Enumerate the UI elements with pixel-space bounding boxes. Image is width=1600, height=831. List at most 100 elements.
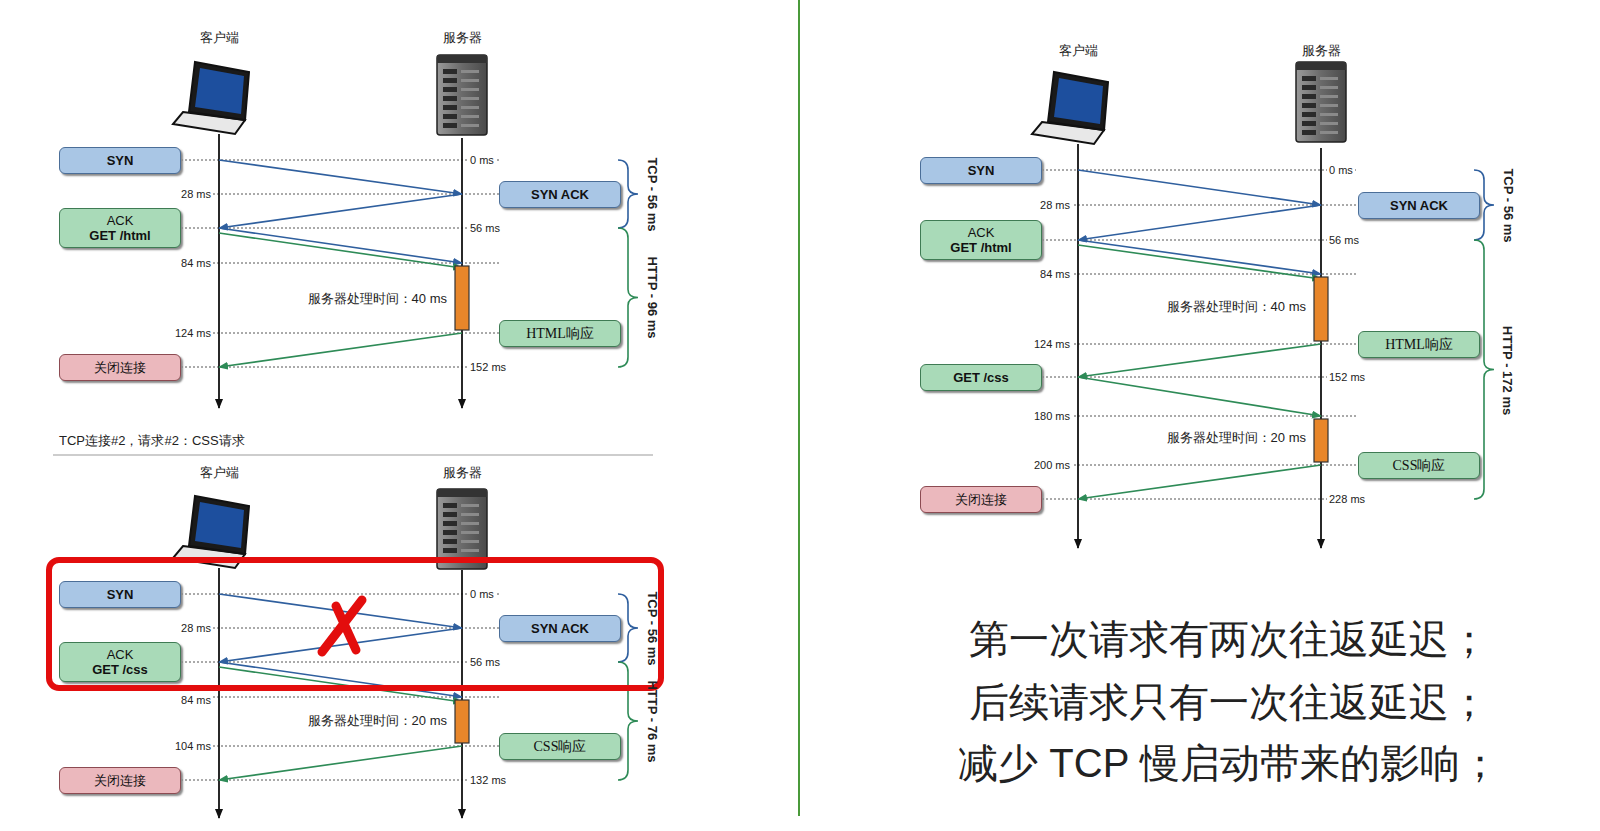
processing-bar bbox=[455, 700, 469, 743]
box-text: 关闭连接 bbox=[94, 360, 146, 375]
server-slot bbox=[461, 97, 479, 100]
time-guide bbox=[181, 746, 499, 747]
server-slot bbox=[461, 115, 479, 118]
box-text: HTML响应 bbox=[1385, 337, 1453, 352]
message-box: HTML响应 bbox=[499, 320, 621, 347]
time-guide bbox=[1042, 416, 1358, 417]
time-guide bbox=[1042, 274, 1358, 275]
time-guide bbox=[1042, 465, 1358, 466]
cross-mark bbox=[322, 600, 362, 652]
message-arrow bbox=[219, 228, 462, 263]
server-bay bbox=[443, 548, 457, 553]
server-slot bbox=[461, 540, 479, 543]
server-slot bbox=[461, 106, 479, 109]
message-box: 关闭连接 bbox=[920, 486, 1042, 513]
message-arrow bbox=[219, 667, 462, 702]
laptop-display bbox=[1054, 78, 1103, 124]
message-box: GET /css bbox=[920, 364, 1042, 391]
box-text: SYN ACK bbox=[1390, 198, 1448, 213]
time-guide bbox=[1042, 205, 1358, 206]
time-guide bbox=[181, 333, 499, 334]
server-bay bbox=[443, 78, 457, 83]
box-text: 关闭连接 bbox=[94, 773, 146, 788]
processing-bar bbox=[1314, 419, 1328, 462]
client-lifeline bbox=[1077, 144, 1079, 548]
time-label: 56 ms bbox=[468, 222, 502, 234]
server-slot bbox=[461, 88, 479, 91]
message-box: ACKGET /html bbox=[59, 208, 181, 248]
column-heading: 客户端 bbox=[200, 29, 239, 47]
time-guide bbox=[181, 263, 499, 264]
server-top bbox=[437, 489, 487, 497]
message-box: SYN ACK bbox=[499, 615, 621, 642]
bracket bbox=[618, 594, 638, 662]
processing-bar bbox=[1314, 277, 1328, 341]
message-box: HTML响应 bbox=[1358, 331, 1480, 358]
time-label: 0 ms bbox=[468, 154, 496, 166]
message-box: SYN bbox=[59, 147, 181, 174]
time-guide bbox=[1042, 170, 1358, 171]
message-arrow bbox=[1078, 170, 1321, 205]
box-text: CSS响应 bbox=[534, 739, 587, 754]
server-slot bbox=[1320, 104, 1338, 107]
time-label: 228 ms bbox=[1327, 493, 1367, 505]
box-text: SYN ACK bbox=[531, 621, 589, 636]
time-label: 0 ms bbox=[1327, 164, 1355, 176]
box-text: SYN bbox=[968, 163, 995, 178]
message-arrow bbox=[1078, 245, 1321, 279]
server-bay bbox=[1302, 112, 1316, 117]
message-arrow bbox=[1078, 344, 1321, 377]
time-label: 84 ms bbox=[179, 694, 213, 706]
time-label: 84 ms bbox=[1038, 268, 1072, 280]
server-bay bbox=[443, 539, 457, 544]
time-label: 84 ms bbox=[179, 257, 213, 269]
time-guide bbox=[181, 367, 499, 368]
time-guide bbox=[1042, 499, 1358, 500]
summary-note: 后续请求只有一次往返延迟； bbox=[969, 675, 1489, 730]
bracket-label: HTTP - 96 ms bbox=[645, 256, 660, 338]
laptop-display bbox=[195, 68, 244, 114]
time-guide bbox=[181, 194, 499, 195]
time-guide bbox=[181, 662, 499, 663]
time-label: 132 ms bbox=[468, 774, 508, 786]
server-slot bbox=[461, 70, 479, 73]
server-slot bbox=[461, 549, 479, 552]
time-guide bbox=[1042, 377, 1358, 378]
server-top bbox=[1296, 62, 1346, 70]
server-bay bbox=[1302, 85, 1316, 90]
divider-line bbox=[798, 0, 800, 816]
time-label: 152 ms bbox=[1327, 371, 1367, 383]
time-label: 152 ms bbox=[468, 361, 508, 373]
highlight-box bbox=[49, 560, 661, 688]
message-box: CSS响应 bbox=[1358, 452, 1480, 479]
box-text: SYN ACK bbox=[531, 187, 589, 202]
server-slot bbox=[461, 124, 479, 127]
bracket-label: TCP - 56 ms bbox=[645, 591, 660, 665]
box-text: SYN bbox=[107, 153, 134, 168]
box-text: CSS响应 bbox=[1393, 458, 1446, 473]
server-bay bbox=[443, 114, 457, 119]
processing-note: 服务器处理时间：40 ms bbox=[1165, 298, 1308, 316]
message-box: ACKGET /html bbox=[920, 220, 1042, 260]
time-guide bbox=[181, 160, 499, 161]
time-label: 56 ms bbox=[1327, 234, 1361, 246]
server-slot bbox=[461, 504, 479, 507]
laptop-screen bbox=[1048, 72, 1108, 130]
laptop-screen bbox=[189, 62, 249, 120]
message-box: 关闭连接 bbox=[59, 354, 181, 381]
server-lifeline bbox=[1320, 148, 1322, 548]
server-bay bbox=[443, 96, 457, 101]
processing-note: 服务器处理时间：20 ms bbox=[306, 712, 449, 730]
bracket-label: HTTP - 76 ms bbox=[645, 680, 660, 762]
server-slot bbox=[1320, 113, 1338, 116]
message-box: SYN ACK bbox=[1358, 192, 1480, 219]
separator-line bbox=[53, 454, 653, 456]
message-arrow bbox=[219, 160, 462, 194]
server-bay bbox=[443, 521, 457, 526]
message-arrow bbox=[219, 194, 462, 228]
server-slot bbox=[461, 522, 479, 525]
summary-note: 第一次请求有两次往返延迟； bbox=[969, 612, 1489, 667]
message-box: ACKGET /css bbox=[59, 642, 181, 682]
time-guide bbox=[181, 780, 499, 781]
